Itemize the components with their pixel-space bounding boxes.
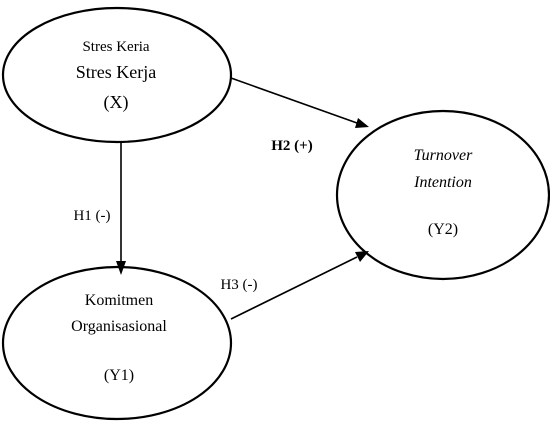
edge-h3 <box>230 251 369 320</box>
arrowhead-h2 <box>355 118 369 128</box>
edge-h2-label: H2 (+) <box>271 138 312 154</box>
node-y2-label-line2: Intention <box>413 174 472 191</box>
node-y1-code: (Y1) <box>104 367 134 384</box>
edge-h2 <box>230 77 369 128</box>
node-y2-label-line1: Turnover <box>414 147 473 164</box>
edge-h1 <box>116 143 126 275</box>
node-y2-code: (Y2) <box>428 221 458 238</box>
node-y1-label-line1: Komitmen <box>85 292 153 309</box>
node-turnover-intention <box>335 109 550 281</box>
node-x-code: (X) <box>104 92 129 113</box>
node-x-label-line1: Stres Keria <box>82 39 149 55</box>
node-komitmen-organisasional <box>1 265 233 421</box>
arrowhead-h1 <box>116 261 126 275</box>
node-y1-label-line2: Organisasional <box>71 318 167 335</box>
node-stres-kerja <box>1 6 233 144</box>
edge-h1-label: H1 (-) <box>73 208 110 224</box>
node-x-label-line2: Stres Kerja <box>76 62 156 82</box>
arrowhead-h3 <box>355 251 369 262</box>
edge-h3-label: H3 (-) <box>220 277 257 293</box>
